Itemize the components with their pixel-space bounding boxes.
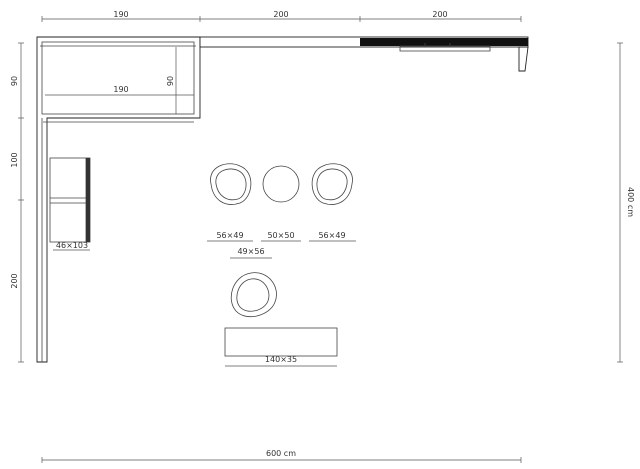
top-dim-label-2: 200 <box>273 10 288 19</box>
top-dim-label-1: 190 <box>113 10 128 19</box>
shelf-unit: 46×103 <box>49 157 91 251</box>
chair-right-label: 56×49 <box>318 231 345 240</box>
chair-front-label: 49×56 <box>237 247 264 256</box>
bench-label: 140×35 <box>265 355 297 364</box>
right-dim-label: 400 cm <box>626 187 635 217</box>
bench: 140×35 <box>224 327 338 367</box>
left-dimension: 90 100 200 <box>10 42 24 363</box>
chair-left-label: 56×49 <box>216 231 243 240</box>
left-dim-label-2: 100 <box>10 152 19 167</box>
stool-center: 50×50 <box>261 165 301 242</box>
top-counter <box>199 36 529 72</box>
upper-left-counter: 190 90 <box>36 36 201 363</box>
bottom-dimension: 600 cm <box>41 449 522 463</box>
left-dim-label-3: 200 <box>10 273 19 288</box>
right-dimension: 400 cm <box>617 42 635 363</box>
chair-front-dimension: 49×56 <box>230 247 272 259</box>
top-dim-label-3: 200 <box>432 10 447 19</box>
shelf-label: 46×103 <box>56 241 88 250</box>
stool-center-label: 50×50 <box>267 231 294 240</box>
inner-width-label: 190 <box>113 85 128 94</box>
top-counter-dark-section <box>360 38 528 46</box>
chair-front <box>230 272 277 318</box>
left-dim-label-1: 90 <box>10 76 19 86</box>
top-dimension: 190 200 200 <box>41 10 522 22</box>
chair-left: 56×49 <box>207 163 253 242</box>
chair-right: 56×49 <box>309 163 356 242</box>
bottom-dim-label: 600 cm <box>266 449 296 458</box>
inner-depth-label: 90 <box>166 76 175 86</box>
